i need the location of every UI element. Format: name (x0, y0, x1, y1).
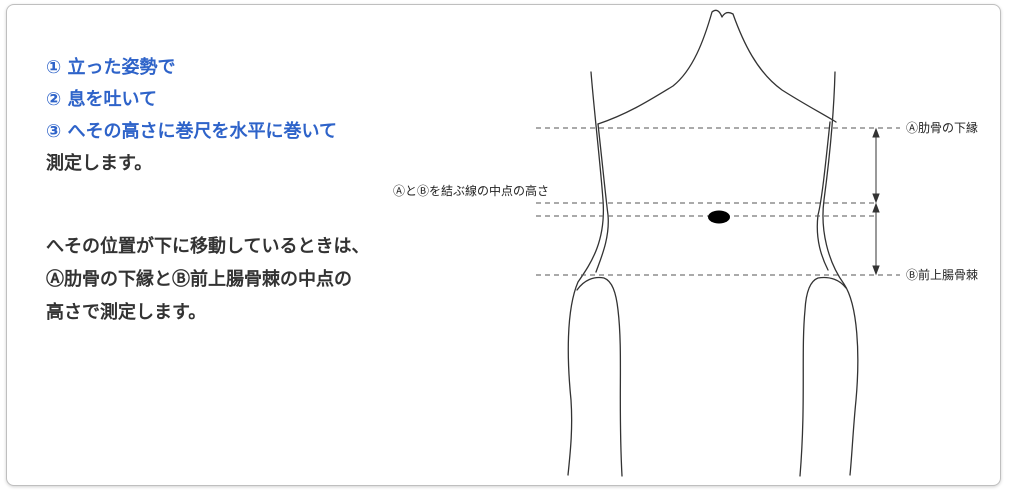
lower-span-arrow-head-bottom (872, 265, 880, 276)
left-torso-outline (595, 123, 609, 273)
left-hip-outline (576, 276, 623, 477)
step-exhale: ② 息を吐いて (46, 89, 157, 110)
step-wrap-tape: ③ へその高さに巻尺を水平に巻いて (46, 121, 337, 142)
lower-span-arrow-head-top (872, 202, 880, 213)
right-torso-outline (816, 121, 831, 271)
neck-shoulder-outline (597, 9, 837, 125)
note-line-2: Ⓐ肋骨の下縁とⒷ前上腸骨棘の中点の (46, 269, 352, 290)
navel-shift-note: へその位置が下に移動しているときは、 Ⓐ肋骨の下縁とⒷ前上腸骨棘の中点の 高さで… (46, 230, 369, 329)
step-measure: 測定します。 (46, 153, 153, 174)
measurement-steps: ① 立った姿勢で ② 息を吐いて ③ へその高さに巻尺を水平に巻いて 測定します… (46, 52, 337, 180)
label-midpoint-height: ⒶとⒷを結ぶ線の中点の高さ (393, 184, 550, 198)
upper-span-arrow-head-top (872, 127, 880, 138)
upper-span-arrow-head-bottom (872, 193, 880, 204)
note-line-1: へその位置が下に移動しているときは、 (46, 236, 370, 257)
step-standing: ① 立った姿勢で (46, 57, 176, 78)
navel-marker (708, 210, 730, 224)
right-arm-outline (822, 71, 859, 476)
label-iliac-spine: Ⓑ前上腸骨棘 (906, 268, 979, 282)
note-line-3: 高さで測定します。 (46, 302, 207, 323)
label-rib-lower-edge: Ⓐ肋骨の下縁 (906, 121, 979, 135)
left-arm-outline (567, 71, 605, 476)
right-hip-outline (799, 276, 847, 477)
